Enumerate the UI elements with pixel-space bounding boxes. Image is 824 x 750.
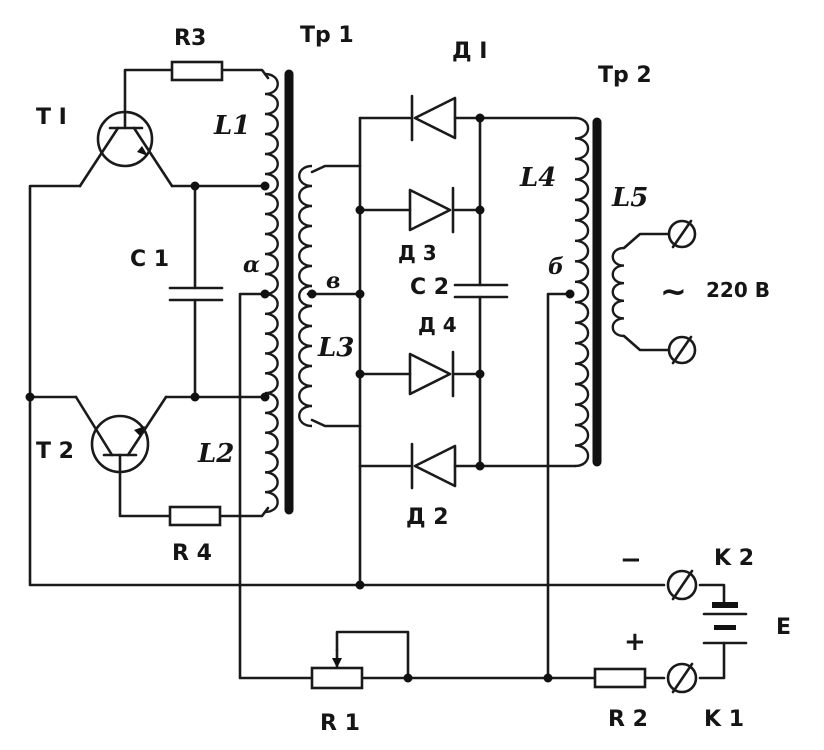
label-tr2: Тр 2 [598,63,652,88]
diode-d1 [410,94,457,142]
wires-left [28,68,362,680]
output-terminal-top [667,219,697,249]
diode-d2 [410,442,457,490]
battery-e [702,602,748,645]
label-c1: C 1 [130,247,169,272]
label-r2: R 2 [608,707,648,732]
label-node-v: в [326,268,340,294]
label-220v: 220 B [706,278,770,302]
label-r1: R 1 [320,711,360,736]
label-d4: Д 4 [418,313,457,337]
resistor-r3 [170,60,224,82]
terminal-k2 [666,569,698,601]
label-k2: K 2 [714,546,754,571]
label-ac: ~ [660,272,687,310]
coil-l1-l2 [264,72,279,514]
label-c2: C 2 [410,275,449,300]
label-e: E [776,615,791,640]
transistor-t2 [74,395,168,474]
label-d3: Д 3 [398,241,437,265]
label-d2: Д 2 [406,505,449,530]
label-l1: L1 [213,111,250,141]
potentiometer-r1 [310,648,364,690]
coil-l5 [611,246,625,338]
resistor-r4 [168,505,222,527]
label-minus: − [620,545,642,575]
label-l5: L5 [611,183,648,213]
output-terminal-bottom [667,335,697,365]
label-t1: T I [36,105,67,130]
coil-l3 [298,164,313,428]
label-tr1: Тр 1 [300,23,354,48]
transistor-t1 [78,110,174,188]
label-k1: K 1 [704,707,744,732]
label-r3: R3 [174,26,206,51]
label-t2: T 2 [36,439,74,464]
label-node-b: б [548,254,564,280]
resistor-r2 [593,667,647,689]
label-l2: L2 [197,439,234,469]
label-l4: L4 [519,163,556,193]
diode-d3 [408,186,455,234]
label-node-a: α [243,252,260,278]
wires-supply [335,583,726,680]
label-l3: L3 [317,333,354,363]
label-r4: R 4 [172,541,212,566]
label-plus: + [624,627,646,657]
wires-bridge [358,116,597,680]
terminal-k1 [666,662,698,694]
junctions [25,113,575,683]
label-d1: Д I [452,39,487,64]
coil-l4 [574,116,590,468]
diode-d4 [408,350,455,398]
